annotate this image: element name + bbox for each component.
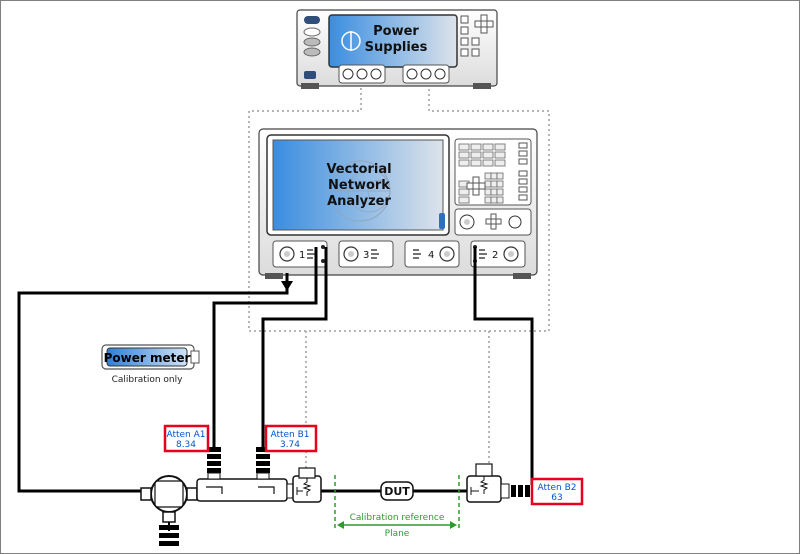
atten-b1-name: Atten B1 (270, 430, 309, 440)
atten-b2-box: Atten B2 63 (530, 477, 584, 506)
atten-b1-value: 3.74 (280, 440, 300, 450)
arrow-pad-icon (474, 14, 494, 34)
atten-b1-box: Atten B1 3.74 (264, 424, 318, 453)
atten-b2-stack (511, 485, 530, 497)
atten-b2-value: 63 (551, 493, 562, 503)
power-meter-device: Power meter Calibration only (101, 344, 200, 385)
vna-port-1-label: 1 (299, 250, 305, 261)
directional-coupler (196, 447, 288, 502)
smith-chart-icon (329, 160, 391, 222)
vna-title-2: Network (328, 178, 390, 193)
calibration-label-1: Calibration reference (350, 513, 445, 523)
atten-a1-name: Atten A1 (166, 430, 205, 440)
vna-port-3-label: 3 (363, 250, 369, 261)
bias-tee-right (466, 463, 530, 503)
vna-arrow-pad-icon (466, 176, 486, 196)
dut-label: DUT (384, 485, 410, 498)
dut-block: DUT (380, 481, 414, 501)
coupler-glyph-icon (307, 249, 487, 259)
calibration-plane (334, 475, 460, 529)
atten-a1-value: 8.34 (176, 440, 196, 450)
vna-title-1: Vectorial (326, 162, 391, 177)
vna-port-2-label: 2 (492, 250, 498, 261)
arrow-right-icon (450, 521, 457, 529)
bias-tee-left (286, 467, 322, 503)
vna-title-3: Analyzer (327, 194, 391, 209)
atten-a1-box: Atten A1 8.34 (163, 424, 210, 453)
vna-port-4-label: 4 (428, 250, 434, 261)
power-splitter (140, 475, 198, 546)
power-meter-caption: Calibration only (112, 375, 184, 385)
power-meter-label: Power meter (104, 351, 191, 365)
power-supplies-title-1: Power (373, 24, 419, 39)
atten-a1-stack (207, 447, 221, 473)
atten-b2-name: Atten B2 (537, 483, 576, 493)
arrow-down-icon (281, 281, 293, 291)
atten-b1-stack (256, 447, 270, 473)
power-supplies-unit: Power Supplies (296, 9, 498, 89)
vna-nav-pad-icon (485, 213, 502, 230)
calibration-label-2: Plane (385, 529, 410, 539)
power-supplies-title-2: Supplies (365, 40, 428, 55)
rf-cables (17, 247, 534, 493)
arrow-left-icon (337, 521, 344, 529)
vector-network-analyzer: Vectorial Network Analyzer (258, 128, 538, 279)
